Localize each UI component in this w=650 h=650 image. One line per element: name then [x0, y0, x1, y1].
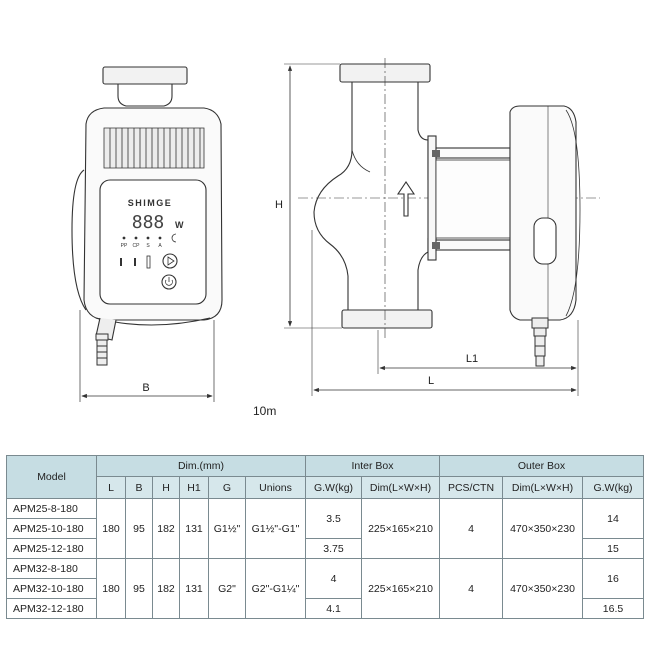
power-icon [165, 277, 173, 286]
header-h1: H1 [179, 476, 209, 499]
header-unions: Unions [244, 476, 307, 499]
spec-table: Model Dim.(mm) Inter Box Outer Box L B H… [6, 455, 645, 619]
cell-outer-dim: 470×350×230 [502, 558, 584, 619]
header-outer-dim: Dim(L×W×H) [502, 476, 584, 499]
cell-h1: 131 [179, 498, 209, 559]
cell-h1: 131 [179, 558, 209, 619]
cell-outer-gw: 16.5 [582, 598, 645, 619]
cell-outer-gw: 16 [582, 558, 645, 599]
table-row: APM25-12-180 3.75 15 [6, 538, 645, 559]
model-cell: APM25-12-180 [6, 538, 97, 559]
table-row: APM32-10-180 [6, 578, 644, 599]
table-row: APM32-8-180 180 95 182 131 G2" G2"-G1¼" … [6, 558, 645, 619]
cell-inter-gw: 3.75 [305, 538, 363, 559]
front-view: SHIMGE 888 W PP CP S A [71, 66, 223, 402]
power-display: 888 [132, 212, 165, 233]
front-top-flange [102, 66, 188, 85]
cooling-ribs [103, 127, 205, 169]
indicator-label-a: A [158, 243, 162, 249]
motor-housing [509, 105, 577, 321]
header-b: B [125, 476, 153, 499]
table-row: APM25-10-180 [6, 518, 644, 539]
model-cell: APM25-8-180 [6, 498, 97, 519]
cell-unions: G1½"-G1" [244, 498, 307, 559]
cell-b: 95 [125, 558, 153, 619]
model-cell: APM32-10-180 [6, 578, 97, 599]
model-cell: APM25-10-180 [6, 518, 97, 539]
cell-inter-dim: 225×165×210 [361, 558, 441, 619]
dim-label-b: B [142, 382, 149, 394]
indicator-label-s: S [146, 243, 150, 249]
cell-inter-gw: 3.5 [305, 498, 363, 539]
header-outer-box: Outer Box [439, 455, 645, 477]
brand-label: SHIMGE [128, 198, 173, 208]
cell-h: 182 [152, 558, 180, 619]
header-dim-group: Dim.(mm) [95, 455, 307, 477]
header-inter-gw: G.W(kg) [305, 476, 363, 499]
mode-button [162, 253, 178, 269]
scale-note: 10m [253, 404, 277, 418]
table-row: APM25-8-180 180 95 182 131 G1½" G1½"-G1"… [6, 498, 645, 559]
cell-b: 95 [125, 498, 153, 559]
night-mode-icon [171, 233, 177, 243]
indicator-label-cp: CP [133, 243, 141, 249]
model-cell: APM32-12-180 [6, 598, 97, 619]
cell-g: G1½" [208, 498, 246, 559]
cell-g: G2" [208, 558, 246, 619]
cell-l: 180 [96, 558, 126, 619]
model-cell: APM32-8-180 [6, 558, 97, 579]
side-window [533, 217, 557, 265]
header-h: H [152, 476, 180, 499]
dim-label-l1: L1 [466, 353, 478, 365]
indicator-label-pp: PP [121, 243, 128, 249]
dim-label-h: H [275, 199, 283, 211]
control-panel [99, 179, 207, 305]
cell-inter-gw: 4.1 [305, 598, 363, 619]
header-inter-dim: Dim(L×W×H) [361, 476, 441, 499]
cell-outer-gw: 15 [582, 538, 645, 559]
cell-inter-dim: 225×165×210 [361, 498, 441, 559]
cell-unions: G2"-G1¼" [244, 558, 307, 619]
header-l: L [96, 476, 126, 499]
cable [95, 333, 109, 366]
cell-outer-pcs: 4 [439, 498, 504, 559]
side-cable [531, 317, 549, 367]
flow-direction-icon [396, 181, 416, 217]
cell-outer-pcs: 4 [439, 558, 504, 619]
table-row: APM32-12-180 4.1 16.5 [6, 598, 645, 619]
cell-l: 180 [96, 498, 126, 559]
indicator-leds [122, 236, 162, 240]
cell-inter-gw: 4 [305, 558, 363, 599]
cell-outer-gw: 14 [582, 498, 645, 539]
pump-housing [313, 82, 429, 310]
dim-label-l: L [428, 375, 434, 387]
cell-h: 182 [152, 498, 180, 559]
cell-outer-dim: 470×350×230 [502, 498, 584, 559]
pump-technical-drawing: SHIMGE 888 W PP CP S A [71, 58, 600, 402]
side-bottom-flange [341, 309, 433, 329]
header-model: Model [6, 455, 97, 499]
status-led [146, 255, 151, 269]
header-outer-pcs: PCS/CTN [439, 476, 504, 499]
header-g: G [208, 476, 246, 499]
header-inter-box: Inter Box [305, 455, 441, 477]
power-unit: W [175, 220, 184, 230]
side-view [284, 58, 600, 396]
play-icon [167, 256, 175, 266]
power-button [161, 274, 177, 290]
header-outer-gw: G.W(kg) [582, 476, 645, 499]
